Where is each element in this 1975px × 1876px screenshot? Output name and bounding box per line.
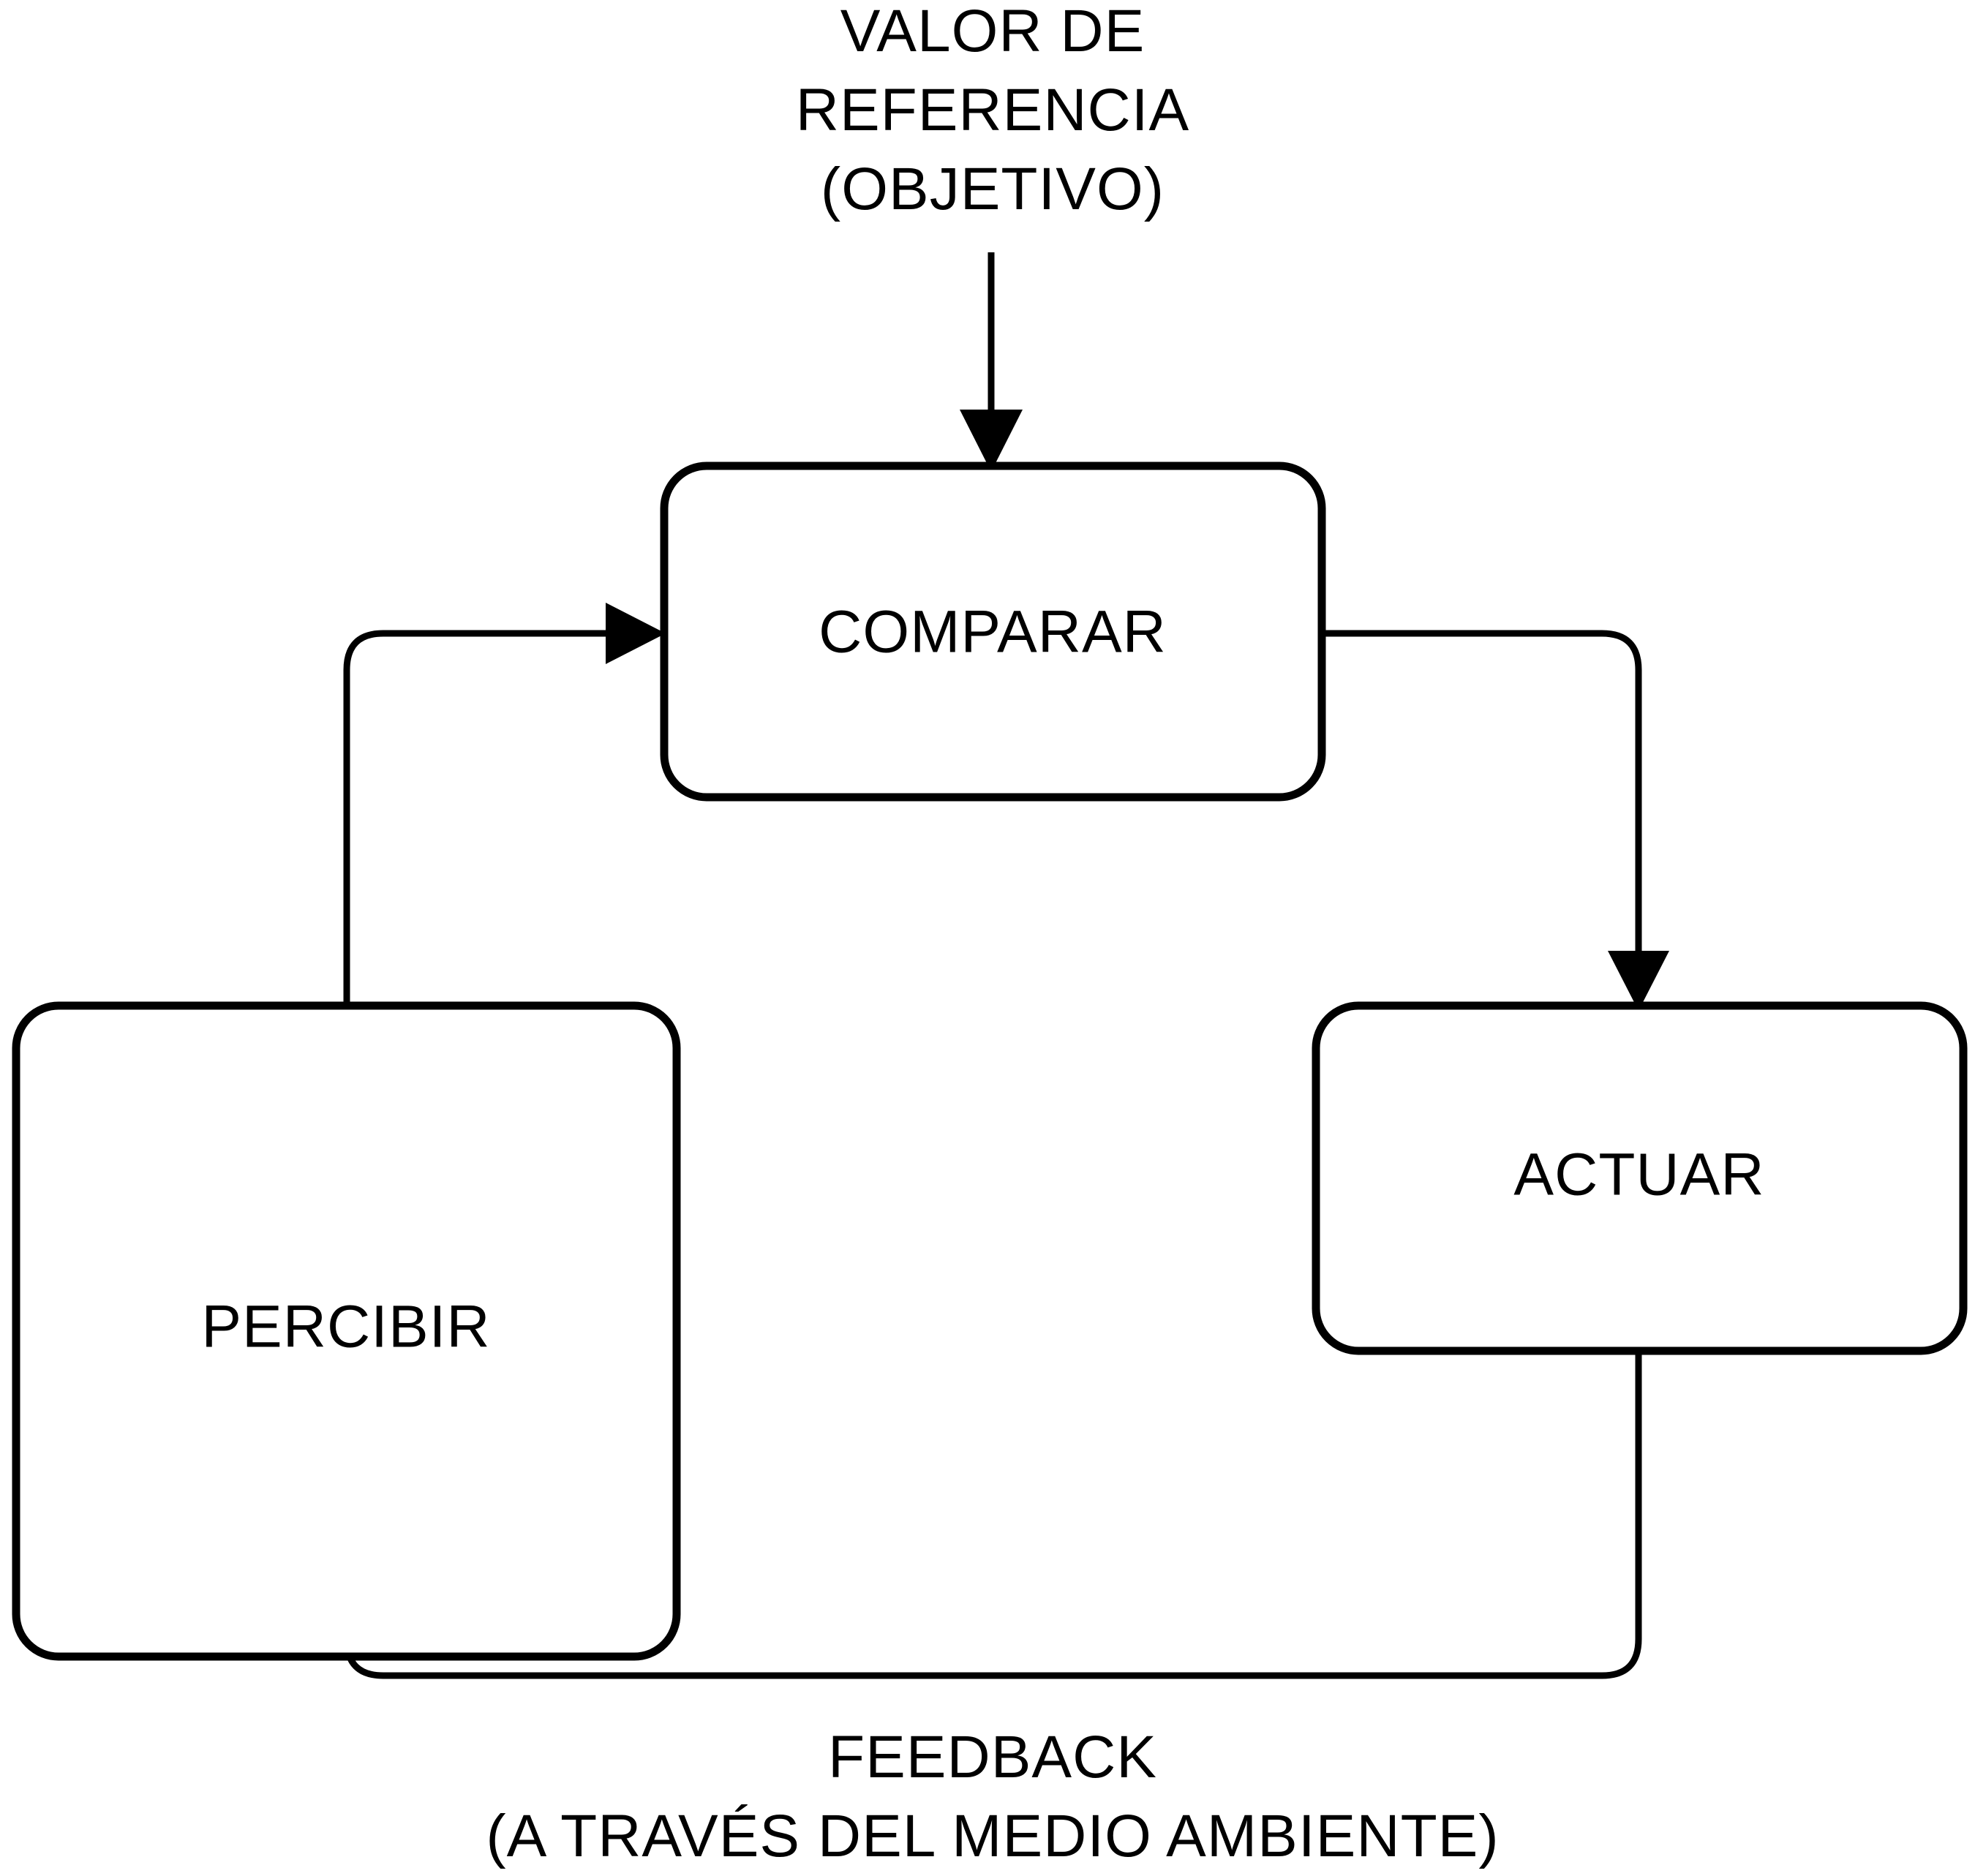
edge-comparar-to-actuar — [1322, 630, 1669, 1011]
node-percibir-label: PERCIBIR — [201, 1294, 490, 1360]
feedback-label: FEEDBACK (A TRAVÉS DEL MEDIO AMBIENTE) — [486, 1724, 1499, 1869]
node-comparar[interactable]: COMPARAR — [660, 462, 1326, 802]
edge-comparar-to-actuar-line — [1322, 630, 1642, 967]
arrow-head-down-to-actuar — [1608, 951, 1669, 1011]
reference-value-line-2: REFERENCIA — [796, 77, 1190, 143]
node-percibir[interactable]: PERCIBIR — [12, 1001, 681, 1661]
edge-percibir-to-comparar-line — [343, 630, 625, 1006]
arrow-head-down-to-comparar — [960, 410, 1023, 472]
feedback-line-1: FEEDBACK — [828, 1724, 1157, 1790]
edge-reference-to-comparar — [960, 252, 1023, 472]
node-actuar-box[interactable] — [1312, 1001, 1968, 1355]
node-actuar[interactable]: ACTUAR — [1312, 1001, 1968, 1355]
reference-value-line-1: VALOR DE — [840, 0, 1146, 64]
node-actuar-label: ACTUAR — [1513, 1142, 1764, 1208]
arrow-head-right-to-comparar — [606, 603, 666, 664]
node-comparar-box[interactable] — [660, 462, 1326, 802]
reference-value-label: VALOR DE REFERENCIA (OBJETIVO) — [796, 0, 1190, 222]
node-comparar-label: COMPARAR — [819, 599, 1167, 666]
node-percibir-box[interactable] — [12, 1001, 681, 1661]
edge-percibir-to-comparar — [343, 603, 666, 1006]
reference-value-line-3: (OBJETIVO) — [821, 156, 1165, 222]
feedback-line-2: (A TRAVÉS DEL MEDIO AMBIENTE) — [486, 1803, 1499, 1869]
